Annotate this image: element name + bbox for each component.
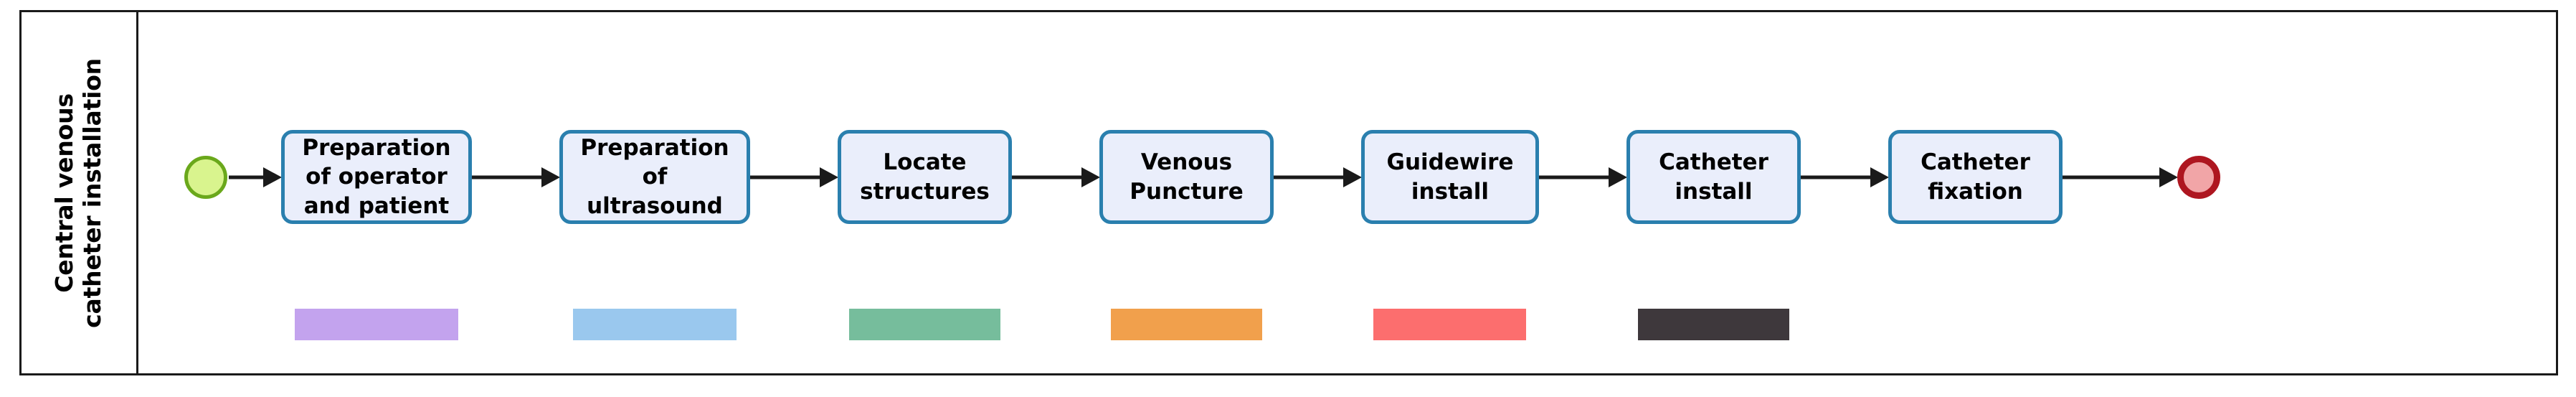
arrow-step-1-to-step-2 bbox=[472, 167, 560, 187]
process-box-catheter-install[interactable]: Catheter install bbox=[1626, 130, 1801, 224]
arrow-shaft bbox=[1274, 175, 1348, 179]
arrow-start-to-step-1 bbox=[229, 167, 282, 187]
step-3-line-2: structures bbox=[860, 178, 990, 205]
process-box-catheter-fixation[interactable]: Catheter fixation bbox=[1888, 130, 2063, 224]
color-bar-step-5 bbox=[1373, 309, 1526, 340]
arrow-step-5-to-step-6 bbox=[1539, 167, 1627, 187]
step-2-line-3: ultrasound bbox=[587, 192, 723, 219]
step-6-line-1: Catheter bbox=[1659, 149, 1768, 176]
step-2-line-1: Preparation bbox=[580, 135, 729, 162]
step-1-line-3: and patient bbox=[303, 192, 450, 219]
arrow-head-icon bbox=[820, 167, 838, 187]
process-box-guidewire-install[interactable]: Guidewire install bbox=[1361, 130, 1539, 224]
arrow-step-4-to-step-5 bbox=[1274, 167, 1362, 187]
color-bar-step-1 bbox=[295, 309, 458, 340]
swimlane-frame: Central venous catheter installation Pre… bbox=[19, 10, 2558, 375]
step-5-line-1: Guidewire bbox=[1386, 149, 1514, 176]
step-7-line-2: fixation bbox=[1928, 178, 2023, 205]
arrow-step-2-to-step-3 bbox=[750, 167, 838, 187]
step-1-line-2: of operator bbox=[306, 164, 448, 190]
start-event-circle[interactable] bbox=[184, 156, 227, 199]
arrow-head-icon bbox=[1081, 167, 1100, 187]
process-box-venous-puncture[interactable]: Venous Puncture bbox=[1099, 130, 1274, 224]
arrow-head-icon bbox=[541, 167, 560, 187]
arrow-head-icon bbox=[1609, 167, 1627, 187]
arrow-shaft bbox=[1539, 175, 1614, 179]
process-box-preparation-of-operator-and-patient[interactable]: Preparation of operator and patient bbox=[281, 130, 472, 224]
lane-title-column: Central venous catheter installation bbox=[22, 12, 138, 373]
arrow-shaft bbox=[472, 175, 546, 179]
step-7-line-1: Catheter bbox=[1921, 149, 2030, 176]
lane-body: Preparation of operator and patient Prep… bbox=[138, 12, 2556, 373]
lane-title: Central venous catheter installation bbox=[50, 57, 107, 328]
step-6-line-2: install bbox=[1675, 178, 1753, 205]
step-5-line-2: install bbox=[1411, 178, 1490, 205]
arrow-head-icon bbox=[2159, 167, 2178, 187]
arrow-shaft bbox=[2063, 175, 2164, 179]
arrow-head-icon bbox=[263, 167, 282, 187]
lane-title-line-2: catheter installation bbox=[78, 57, 106, 328]
process-box-locate-structures[interactable]: Locate structures bbox=[838, 130, 1012, 224]
arrow-shaft bbox=[750, 175, 825, 179]
step-4-line-1: Venous bbox=[1140, 149, 1233, 176]
arrow-shaft bbox=[1012, 175, 1086, 179]
color-bar-step-2 bbox=[573, 309, 737, 340]
step-4-line-2: Puncture bbox=[1130, 178, 1244, 205]
process-box-preparation-of-ultrasound[interactable]: Preparation of ultrasound bbox=[559, 130, 750, 224]
step-1-line-1: Preparation bbox=[302, 135, 451, 162]
arrow-head-icon bbox=[1343, 167, 1362, 187]
arrow-step-7-to-end bbox=[2063, 167, 2178, 187]
end-event-circle[interactable] bbox=[2177, 156, 2220, 199]
color-bar-step-3 bbox=[849, 309, 1000, 340]
step-3-line-1: Locate bbox=[883, 149, 967, 176]
step-2-line-2: of bbox=[642, 164, 668, 190]
lane-title-line-1: Central venous bbox=[50, 93, 79, 293]
arrow-step-3-to-step-4 bbox=[1012, 167, 1100, 187]
arrow-shaft bbox=[229, 175, 268, 179]
color-bar-step-4 bbox=[1111, 309, 1262, 340]
arrow-head-icon bbox=[1870, 167, 1889, 187]
arrow-step-6-to-step-7 bbox=[1801, 167, 1889, 187]
color-bar-step-6 bbox=[1638, 309, 1789, 340]
arrow-shaft bbox=[1801, 175, 1875, 179]
